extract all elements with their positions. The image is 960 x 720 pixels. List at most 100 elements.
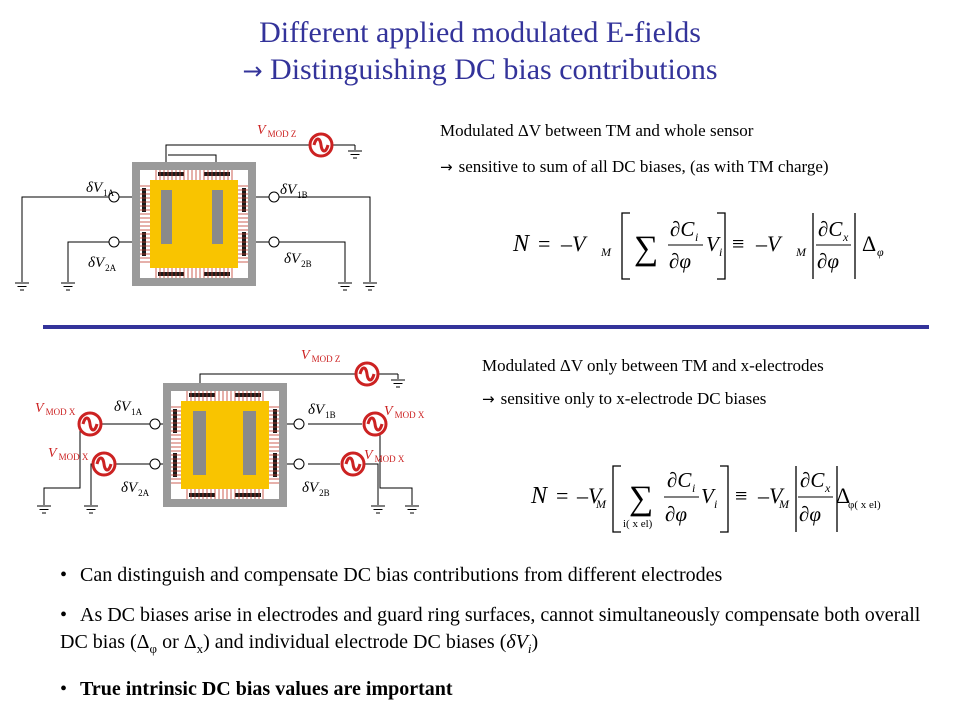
eq-bracket-right	[720, 465, 729, 533]
contact-2b	[293, 458, 305, 470]
eq-delta-sub: φ( x el)	[848, 499, 881, 511]
eq-sum: ∑	[634, 230, 658, 267]
section-divider	[43, 325, 929, 329]
ground-icon	[337, 282, 353, 291]
bullet-dot: •	[60, 564, 68, 586]
right-arrow-icon: →	[440, 158, 453, 176]
label-dv1b: δV1B	[308, 402, 336, 420]
eq-phi-sub: φ	[877, 245, 884, 259]
bullet-2-i: i	[527, 641, 532, 656]
contact-1b	[293, 418, 305, 430]
eq-sum-sub: i( x el)	[623, 518, 653, 530]
top-wires	[21, 144, 371, 282]
ground-icon	[60, 282, 76, 291]
ground-icon	[370, 505, 386, 514]
bullet-2-delta: Δ	[136, 631, 150, 653]
eq-dc: ∂C	[670, 217, 695, 241]
ground-icon	[390, 379, 406, 388]
bullet-2-or: or	[157, 631, 184, 653]
top-consequence: sensitive to sum of all DC biases, (as w…	[458, 157, 829, 176]
ac-source-icon	[77, 411, 103, 437]
title-line-1: Different applied modulated E-fields	[259, 16, 701, 49]
eq-n: N	[512, 231, 531, 257]
bullet-3-text: True intrinsic DC bias values are import…	[80, 678, 453, 700]
bottom-electrode-bars	[173, 393, 277, 497]
eq-m-sub-2: M	[795, 245, 807, 259]
eq-minus-vm: –V	[576, 483, 604, 508]
bullet-2-text-a: As DC biases arise in electrodes and gua…	[60, 604, 921, 653]
label-dv2b: δV2B	[302, 480, 330, 498]
eq-x-sub: x	[824, 481, 831, 495]
ac-source-icon	[91, 451, 117, 477]
contact-2b	[268, 236, 280, 248]
bullet-dot: •	[60, 678, 68, 700]
ground-icon	[362, 282, 378, 291]
eq-vi-sub: i	[719, 245, 722, 259]
label-dv2b: δV2B	[284, 251, 312, 269]
eq-m-sub-2: M	[778, 497, 790, 511]
eq-x-sub: x	[842, 230, 849, 244]
bullet-2-phi: φ	[149, 641, 158, 656]
ac-source-icon	[362, 411, 388, 437]
bullet-2-text-b: ) and individual electrode DC biases (	[203, 631, 507, 653]
bullet-2-dvi: δV	[506, 631, 528, 653]
contact-1b	[268, 191, 280, 203]
top-field-lines	[140, 170, 248, 278]
bottom-description: Modulated ΔV only between TM and x-elect…	[482, 356, 824, 375]
eq-minus-vm-2: –V	[755, 231, 783, 256]
electrode-1b	[243, 411, 256, 475]
eq-dphi-2: ∂φ	[799, 502, 821, 526]
eq-minus-vm: –V	[560, 231, 588, 256]
ac-source-icon	[340, 451, 366, 477]
bullet-3: • True intrinsic DC bias values are impor…	[60, 676, 940, 703]
electrode-1a	[161, 190, 172, 244]
eq-dcx: ∂C	[800, 468, 825, 492]
top-equation: N = –V M ∑ ∂C i ∂φ V i ≡ –V M ∂C x ∂φ Δ …	[512, 212, 884, 280]
eq-m-sub: M	[600, 245, 612, 259]
top-consequence-line: → sensitive to sum of all DC biases, (as …	[440, 157, 829, 177]
ground-icon	[83, 505, 99, 514]
bottom-field-lines	[171, 391, 279, 499]
bottom-consequence: sensitive only to x-electrode DC biases	[500, 389, 767, 408]
title-line-2: → Distinguishing DC bias contributions	[0, 52, 960, 89]
contact-1a	[108, 191, 120, 203]
label-dv1a: δV1A	[114, 399, 143, 417]
title-line-2-text: Distinguishing DC bias contributions	[270, 53, 718, 86]
eq-equiv: ≡	[732, 231, 744, 256]
eq-bracket-right	[717, 212, 726, 280]
eq-dphi-2: ∂φ	[817, 249, 839, 273]
bullet-dot: •	[60, 604, 68, 626]
bullet-2-delta-x: Δ	[183, 631, 197, 653]
contact-2a	[108, 236, 120, 248]
eq-dc: ∂C	[667, 468, 692, 492]
eq-m-sub: M	[595, 497, 607, 511]
top-description: Modulated ΔV between TM and whole sensor	[440, 121, 754, 140]
eq-delta: Δ	[862, 231, 876, 256]
eq-v: V	[706, 232, 721, 256]
electrode-1b	[212, 190, 223, 244]
bullet-2-x: x	[196, 641, 204, 656]
eq-v: V	[701, 484, 716, 508]
electrode-1a	[193, 411, 206, 475]
eq-delta: Δ	[836, 483, 850, 508]
eq-minus-vm-2: –V	[757, 483, 785, 508]
eq-equiv: ≡	[735, 483, 747, 508]
eq-bracket-left	[612, 465, 621, 533]
eq-equals: =	[556, 483, 568, 508]
bullet-2: •As DC biases arise in electrodes and gu…	[60, 602, 940, 662]
eq-bracket-left	[621, 212, 630, 280]
right-arrow-icon: →	[482, 390, 495, 408]
top-electrode-bars	[142, 172, 246, 276]
bullet-2-close: )	[531, 631, 539, 653]
bullet-1-text: Can distinguish and compensate DC bias c…	[80, 564, 723, 586]
bullet-1: • Can distinguish and compensate DC bias …	[60, 562, 940, 589]
ground-icon	[347, 150, 363, 159]
